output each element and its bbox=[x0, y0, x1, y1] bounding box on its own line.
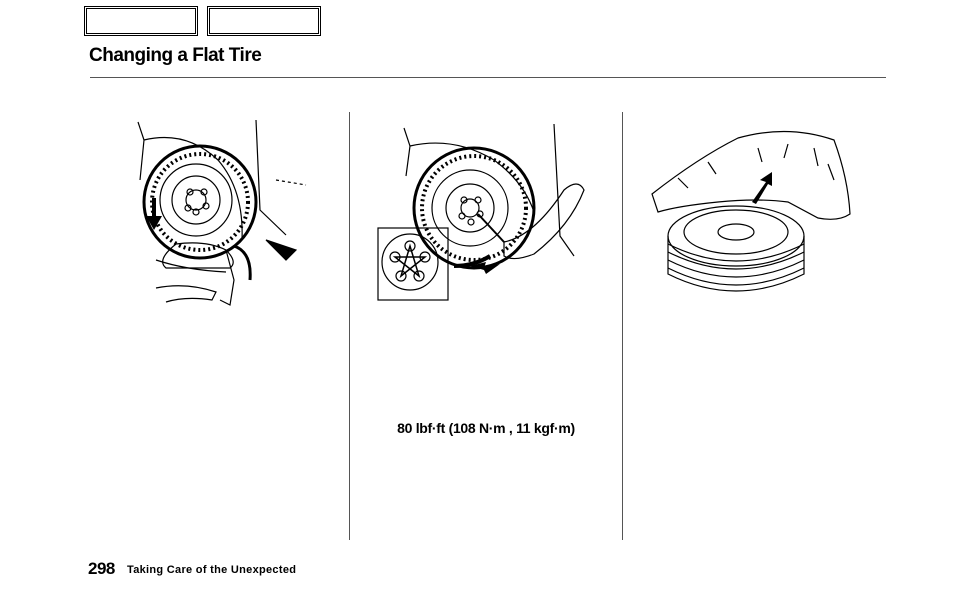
page-title: Changing a Flat Tire bbox=[89, 45, 262, 66]
torque-specification: 80 lbf·ft (108 N·m , 11 kgf·m) bbox=[397, 420, 575, 436]
previous-page-button[interactable] bbox=[84, 6, 198, 36]
page-number: 298 bbox=[88, 559, 115, 578]
column-divider bbox=[349, 112, 350, 540]
section-name: Taking Care of the Unexpected bbox=[127, 564, 297, 576]
tightening-wheel-nuts-illustration bbox=[377, 123, 585, 301]
next-page-button[interactable] bbox=[207, 6, 321, 36]
title-rule bbox=[90, 77, 886, 78]
lowering-vehicle-illustration bbox=[137, 119, 307, 306]
column-divider bbox=[622, 112, 623, 540]
stowing-flat-tire-illustration bbox=[651, 130, 851, 292]
